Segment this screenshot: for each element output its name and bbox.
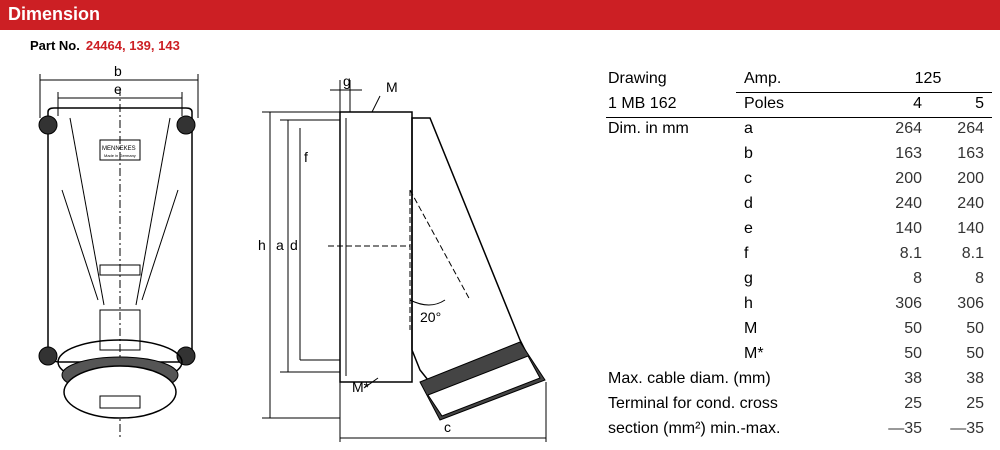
label-M: M: [386, 79, 398, 95]
dim-value-5: 140: [957, 220, 984, 237]
amp-value: 125: [914, 70, 942, 87]
terminal-value-5: 25: [966, 395, 984, 412]
label-f: f: [304, 149, 308, 165]
dim-value-5: 8: [975, 270, 984, 287]
dim-value-5: 163: [957, 145, 984, 162]
table-row: c 200 200: [606, 167, 992, 192]
table-row: d 240 240: [606, 192, 992, 217]
section-header: Dimension: [0, 0, 1000, 30]
dim-key: b: [744, 145, 753, 162]
dim-value-5: 200: [957, 170, 984, 187]
poles-label: Poles: [744, 95, 785, 112]
label-g: g: [343, 73, 351, 89]
dim-value-5: 240: [957, 195, 984, 212]
cable-value-5: 38: [966, 370, 984, 387]
label-b: b: [114, 63, 122, 79]
label-d: d: [290, 237, 298, 253]
table-row: M 50 50: [606, 317, 992, 342]
table-row: f 8.1 8.1: [606, 242, 992, 267]
table-row: Max. cable diam. (mm) 38 38: [606, 367, 992, 392]
dimension-drawings: b e MENNEKES Made in Germany g M f h a d…: [38, 63, 547, 442]
dim-key: e: [744, 220, 753, 237]
part-number-value: 24464, 139, 143: [85, 38, 180, 53]
dim-value-5: 50: [966, 320, 984, 337]
dim-value-4: 50: [904, 345, 922, 362]
table-row: h 306 306: [606, 292, 992, 317]
terminal-value-4: 25: [904, 395, 922, 412]
dim-value-4: 140: [895, 220, 922, 237]
dim-key: f: [744, 245, 749, 262]
side-view-drawing: [262, 80, 547, 442]
dim-value-4: 264: [895, 120, 922, 137]
dim-key: a: [744, 120, 753, 137]
amp-label: Amp.: [744, 70, 782, 87]
dim-key: M*: [744, 345, 764, 362]
dim-value-4: 50: [904, 320, 922, 337]
table-row: e 140 140: [606, 217, 992, 242]
table-row: section (mm²) min.-max. —35 —35: [606, 417, 992, 442]
section-title: Dimension: [8, 4, 101, 24]
brand-text: MENNEKES: [102, 146, 136, 152]
label-e: e: [114, 81, 122, 97]
dim-value-5: 264: [957, 120, 984, 137]
part-number: Part No. 24464, 139, 143: [30, 38, 180, 53]
cable-value-4: 38: [904, 370, 922, 387]
dimension-table: Drawing Amp. 125 1 MB 162 Poles 4 5 Dim.…: [606, 67, 992, 442]
dim-value-4: 163: [895, 145, 922, 162]
dim-key: M: [744, 320, 758, 337]
dim-value-4: 240: [895, 195, 922, 212]
drawing-label: Drawing: [608, 70, 667, 87]
poles-5: 5: [975, 95, 984, 112]
dim-key: h: [744, 295, 753, 312]
dim-value-5: 306: [957, 295, 984, 312]
label-angle: 20°: [420, 309, 441, 325]
dim-value-4: 8.1: [899, 245, 922, 262]
dim-key: c: [744, 170, 752, 187]
terminal-label-1: Terminal for cond. cross: [608, 395, 778, 412]
label-h: h: [258, 237, 266, 253]
table-header-row-2: 1 MB 162 Poles 4 5: [606, 92, 992, 117]
label-a: a: [276, 237, 284, 253]
dim-value-4: 200: [895, 170, 922, 187]
cable-label: Max. cable diam. (mm): [608, 370, 771, 387]
table-row: M* 50 50: [606, 342, 992, 367]
table-row: b 163 163: [606, 142, 992, 167]
table-row: Dim. in mm a 264 264: [606, 117, 992, 142]
front-view-drawing: [38, 74, 199, 440]
drawing-number: 1 MB 162: [608, 95, 677, 112]
label-Mstar: M*: [352, 379, 370, 395]
terminal-max-5: —35: [950, 420, 984, 437]
table-header-row-1: Drawing Amp. 125: [606, 67, 992, 92]
part-number-label: Part No.: [30, 38, 80, 53]
poles-4: 4: [913, 95, 922, 112]
brand-sub-text: Made in Germany: [104, 153, 136, 158]
divider: [736, 92, 992, 93]
dim-label: Dim. in mm: [608, 120, 689, 137]
label-c: c: [444, 419, 451, 435]
dim-key: d: [744, 195, 753, 212]
divider: [606, 117, 992, 118]
dim-key: g: [744, 270, 753, 287]
dim-value-4: 8: [913, 270, 922, 287]
terminal-max-4: —35: [888, 420, 922, 437]
dim-value-5: 50: [966, 345, 984, 362]
table-row: Terminal for cond. cross 25 25: [606, 392, 992, 417]
table-row: g 8 8: [606, 267, 992, 292]
dim-value-4: 306: [895, 295, 922, 312]
dim-value-5: 8.1: [961, 245, 984, 262]
terminal-label-2: section (mm²) min.-max.: [608, 420, 781, 437]
